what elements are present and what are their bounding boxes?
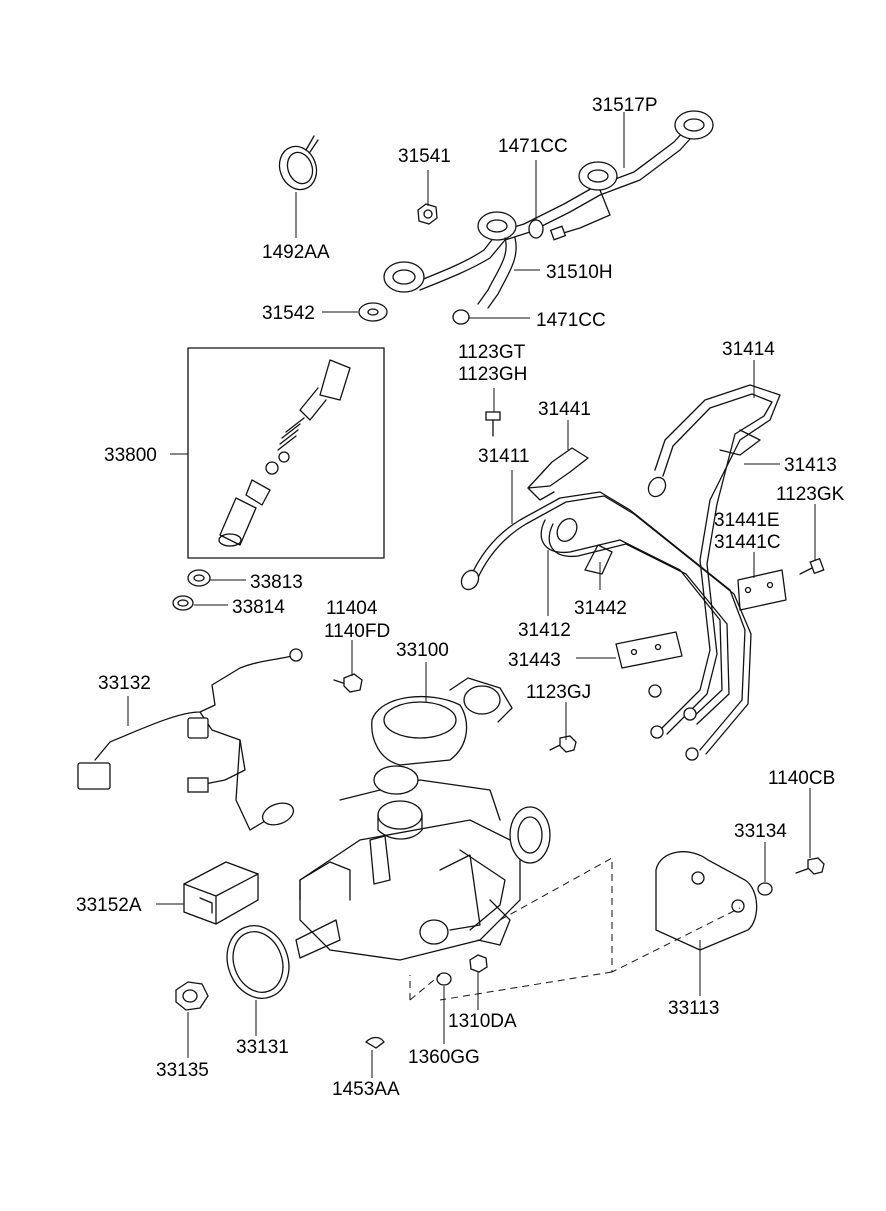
bolt-1140FD-drawing[interactable] (333, 673, 363, 693)
bracket-alignment-lines (409, 857, 741, 1001)
label-33800[interactable]: 33800 (104, 445, 157, 466)
label-1140FD[interactable]: 1140FD (324, 621, 390, 642)
label-11404[interactable]: 11404 (326, 598, 378, 619)
label-31510H[interactable]: 31510H (546, 262, 613, 283)
bolt-1123GJ-drawing[interactable] (549, 735, 577, 753)
key-1453AA-drawing[interactable] (364, 1036, 385, 1049)
label-1123GK[interactable]: 1123GK (776, 484, 845, 505)
label-31443[interactable]: 31443 (508, 650, 561, 671)
injection-pump-33100-drawing[interactable] (295, 677, 551, 961)
label-31413[interactable]: 31413 (784, 455, 837, 476)
leak-off-pipe-31517P-drawing[interactable] (383, 110, 714, 293)
bolt-1123GT-drawing[interactable] (485, 411, 501, 437)
label-33813[interactable]: 33813 (250, 572, 303, 593)
bracket-33113-drawing[interactable] (655, 851, 758, 951)
label-31517P[interactable]: 31517P (592, 95, 658, 116)
nut-33135-drawing[interactable] (175, 981, 209, 1011)
label-33113[interactable]: 33113 (668, 998, 719, 1019)
label-1360GG[interactable]: 1360GG (408, 1047, 480, 1068)
hose-clamp-1492AA-drawing[interactable] (274, 135, 323, 195)
label-1310DA[interactable]: 1310DA (448, 1011, 517, 1032)
label-33100[interactable]: 33100 (396, 640, 449, 661)
nut-31541-drawing[interactable] (417, 203, 438, 225)
label-33152A[interactable]: 33152A (76, 895, 142, 916)
label-33135[interactable]: 33135 (156, 1060, 209, 1081)
washer-31542-drawing[interactable] (358, 302, 388, 322)
label-1471CC-bottom[interactable]: 1471CC (536, 310, 606, 331)
bolt-1123GK-drawing[interactable] (799, 557, 825, 575)
label-1140CB[interactable]: 1140CB (768, 768, 835, 789)
label-1453AA[interactable]: 1453AA (332, 1079, 400, 1100)
plate-31443-drawing[interactable] (615, 631, 683, 669)
nozzle-holder-assembly-33800-drawing[interactable] (187, 347, 385, 559)
nut-1310DA-drawing[interactable] (469, 954, 488, 973)
leader-lines (127, 112, 816, 1078)
washer-33813-drawing[interactable] (187, 569, 211, 587)
label-31442[interactable]: 31442 (574, 598, 627, 619)
label-33814[interactable]: 33814 (232, 597, 285, 618)
label-31414[interactable]: 31414 (722, 339, 775, 360)
label-31541[interactable]: 31541 (398, 146, 451, 167)
clamp-31441-drawing[interactable] (527, 447, 589, 501)
label-33132[interactable]: 33132 (98, 673, 151, 694)
clamp-31441E-drawing[interactable] (737, 569, 787, 611)
washer-1360GG-drawing[interactable] (436, 972, 452, 986)
label-1123GH[interactable]: 1123GH (458, 364, 527, 385)
label-1471CC-top[interactable]: 1471CC (498, 136, 568, 157)
block-33152A-drawing[interactable] (183, 861, 259, 925)
label-33131[interactable]: 33131 (236, 1037, 289, 1058)
washer-33134-drawing[interactable] (757, 882, 773, 896)
label-31441C[interactable]: 31441C (714, 532, 781, 553)
injection-pipes-drawing[interactable] (458, 384, 781, 761)
label-31411[interactable]: 31411 (478, 446, 529, 467)
bolt-1140CB-drawing[interactable] (795, 857, 825, 875)
label-31441[interactable]: 31441 (538, 399, 591, 420)
clamp-31442-drawing[interactable] (584, 544, 613, 575)
label-33134[interactable]: 33134 (734, 821, 787, 842)
part-labels: 31517P 31541 1471CC 1492AA 31510H 31542 … (76, 95, 845, 1100)
gasket-33131-drawing[interactable] (217, 917, 299, 1007)
wiring-harness-33132-drawing[interactable] (77, 648, 303, 831)
label-1492AA[interactable]: 1492AA (262, 242, 330, 263)
label-1123GT[interactable]: 1123GT (458, 342, 526, 363)
label-1123GJ[interactable]: 1123GJ (526, 682, 591, 703)
washer-33814-drawing[interactable] (172, 595, 194, 611)
label-31441E[interactable]: 31441E (714, 510, 780, 531)
return-hose-31510H-drawing[interactable] (452, 219, 544, 325)
label-31542[interactable]: 31542 (262, 303, 315, 324)
label-31412[interactable]: 31412 (518, 620, 571, 641)
